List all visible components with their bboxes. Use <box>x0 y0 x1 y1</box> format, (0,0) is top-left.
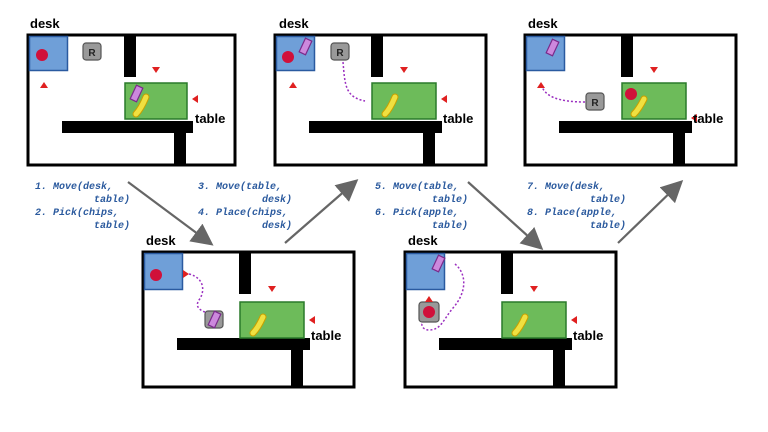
table-marker-side-icon <box>441 95 447 103</box>
robot-icon: R <box>585 92 605 111</box>
table-label: table <box>443 111 473 126</box>
wall-stub <box>423 133 435 165</box>
table-marker-side-icon <box>309 316 315 324</box>
chips-icon <box>298 37 313 56</box>
wall-horizontal <box>309 121 442 133</box>
robot-icon <box>204 310 224 329</box>
desk-marker-icon <box>425 296 433 302</box>
table-marker-side-icon <box>691 114 697 122</box>
banana-fill <box>133 94 149 117</box>
steps-group-1: 1. Move(desk, table) 2. Pick(chips, tabl… <box>35 181 130 232</box>
wall-vertical <box>239 252 251 294</box>
desk-marker-icon <box>40 82 48 88</box>
table-area <box>239 301 305 339</box>
desk-label: desk <box>30 16 60 31</box>
robot-path <box>342 61 366 102</box>
step-5-line1: 5. Move(table, <box>375 181 459 193</box>
chips-icon <box>545 38 560 57</box>
banana-fill <box>631 96 647 117</box>
apple-icon <box>282 51 294 63</box>
banana-fill <box>382 94 398 117</box>
robot-icon <box>418 301 440 323</box>
table-marker-top-icon <box>400 67 408 73</box>
apple-icon <box>423 306 435 318</box>
table-label: table <box>195 111 225 126</box>
flow-arrow-3 <box>467 181 544 250</box>
desk-marker-icon <box>537 82 545 88</box>
apple-icon <box>625 88 637 100</box>
panel-2: R desk table <box>273 16 488 167</box>
panel-3: R desk table <box>523 16 738 167</box>
step-4-line1: 4. Place(chips, <box>198 207 288 219</box>
robot-path <box>421 263 465 331</box>
table-marker-side-icon <box>571 316 577 324</box>
desk-label: desk <box>408 233 438 248</box>
flow-arrow-1 <box>127 181 214 246</box>
table-marker-top-icon <box>530 286 538 292</box>
panel-4: desk table <box>141 233 356 389</box>
step-7-line2: table) <box>590 194 626 206</box>
step-7-line1: 7. Move(desk, <box>527 181 605 193</box>
wall-stub <box>673 133 685 165</box>
table-marker-side-icon <box>192 95 198 103</box>
desk-marker-icon <box>183 270 189 278</box>
table-marker-top-icon <box>650 67 658 73</box>
wall-horizontal <box>559 121 692 133</box>
robot-label: R <box>88 48 96 59</box>
flow-arrow-4 <box>617 179 684 244</box>
flow-arrow-2 <box>284 179 359 244</box>
desk-marker-icon <box>289 82 297 88</box>
desk-label: desk <box>146 233 176 248</box>
wall-vertical <box>124 35 136 77</box>
step-2-line2: table) <box>94 220 130 232</box>
table-marker-top-icon <box>152 67 160 73</box>
wall-horizontal <box>439 338 572 350</box>
table-label: table <box>573 328 603 343</box>
table-label: table <box>311 328 341 343</box>
step-1-line2: table) <box>94 194 130 206</box>
steps-group-2: 3. Move(table, desk) 4. Place(chips, des… <box>198 181 292 232</box>
panel-5: desk table <box>403 233 618 389</box>
apple-icon <box>150 269 162 281</box>
banana-fill <box>250 314 266 336</box>
step-2-line1: 2. Pick(chips, <box>35 207 119 219</box>
robot-label: R <box>336 48 344 59</box>
step-3-line1: 3. Move(table, <box>198 181 282 193</box>
robot-icon: R <box>330 42 350 61</box>
step-6-line2: table) <box>432 220 468 232</box>
chips-icon <box>129 84 144 103</box>
apple-icon <box>36 49 48 61</box>
step-1-line1: 1. Move(desk, <box>35 181 113 193</box>
robot-label: R <box>591 98 599 109</box>
desk-label: desk <box>528 16 558 31</box>
desk-area <box>143 252 184 291</box>
step-8-line1: 8. Place(apple, <box>527 207 617 219</box>
wall-vertical <box>371 35 383 77</box>
step-3-line2: desk) <box>262 194 292 206</box>
wall-stub <box>291 350 303 387</box>
step-6-line1: 6. Pick(apple, <box>375 207 459 219</box>
step-4-line2: desk) <box>262 220 292 232</box>
robot-icon: R <box>82 42 102 61</box>
panel-1: R desk table <box>26 16 237 167</box>
step-5-line2: table) <box>432 194 468 206</box>
desk-area <box>28 35 69 72</box>
chips-icon <box>207 310 222 329</box>
table-label: table <box>693 111 723 126</box>
wall-vertical <box>501 252 513 294</box>
wall-horizontal <box>177 338 310 350</box>
steps-group-4: 7. Move(desk, table) 8. Place(apple, tab… <box>527 181 626 232</box>
wall-vertical <box>621 35 633 77</box>
wall-horizontal <box>62 121 193 133</box>
robot-path <box>188 273 206 313</box>
wall-stub <box>174 133 186 165</box>
step-8-line2: table) <box>590 220 626 232</box>
wall-stub <box>553 350 565 387</box>
chips-icon <box>431 254 446 273</box>
table-marker-top-icon <box>268 286 276 292</box>
banana-fill <box>512 314 528 336</box>
desk-label: desk <box>279 16 309 31</box>
steps-group-3: 5. Move(table, table) 6. Pick(apple, tab… <box>375 181 468 232</box>
